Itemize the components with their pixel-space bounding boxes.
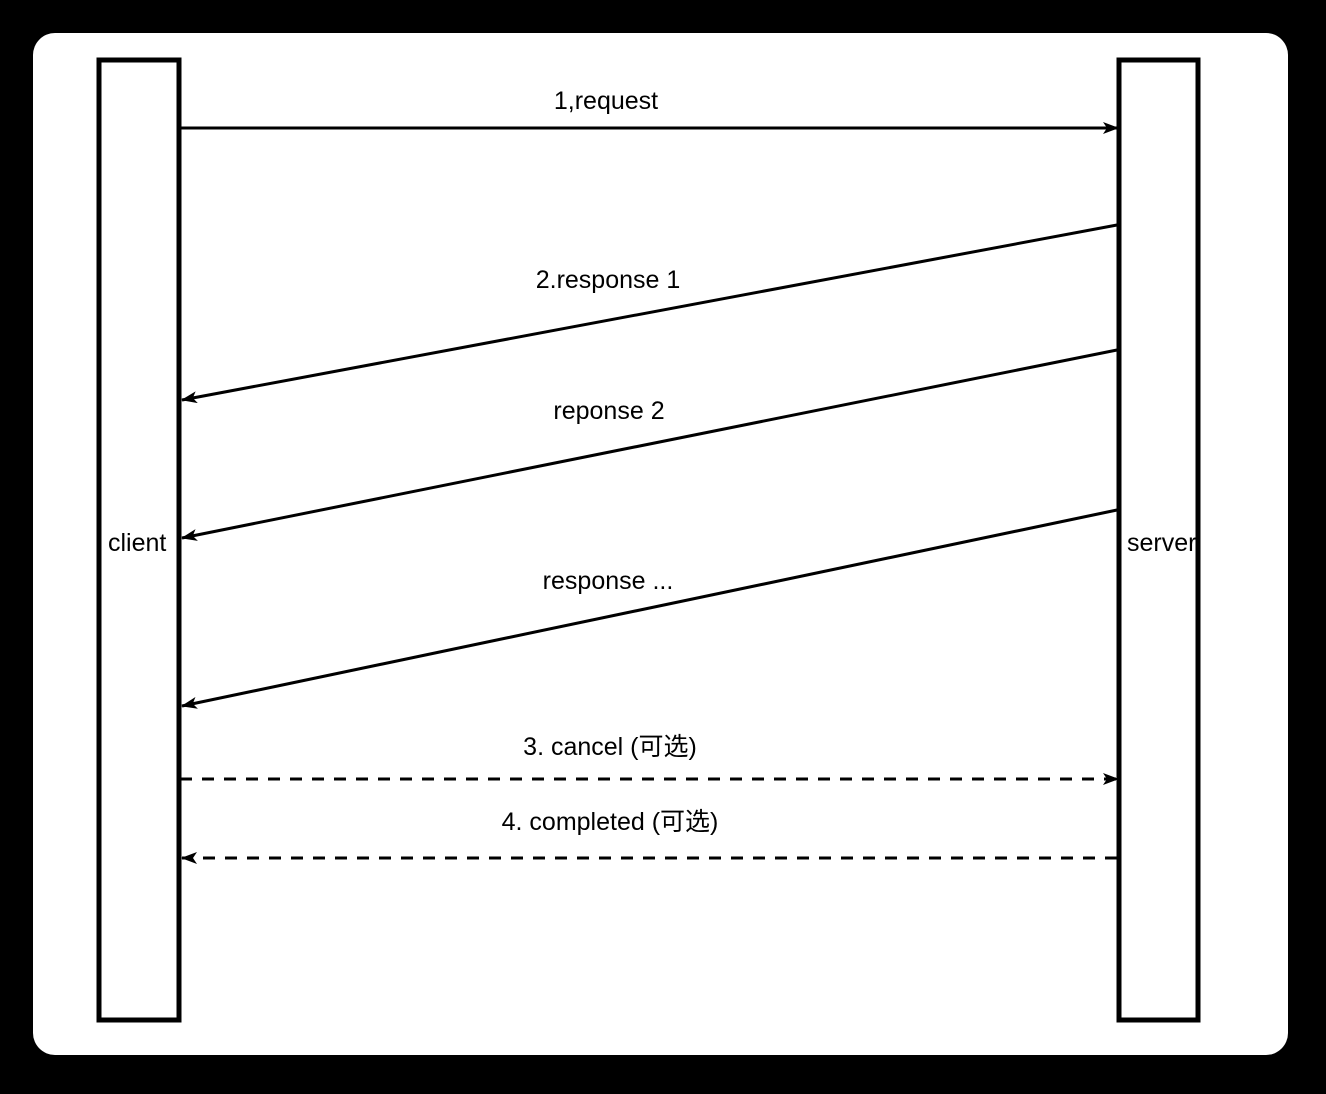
message-label-request: 1,request [553, 87, 659, 115]
message-label-cancel: 3. cancel (可选) [523, 733, 697, 761]
lifeline-bar-client [96, 57, 182, 1023]
message-arrow-response-n [181, 508, 1118, 709]
message-label-response-2: reponse 2 [553, 397, 665, 425]
lifeline-label-client: client [108, 529, 167, 557]
message-arrow-response-2 [181, 348, 1118, 541]
message-arrow-response-1 [181, 223, 1118, 404]
diagram-canvas [33, 33, 1288, 1055]
message-label-response-n: response ... [542, 567, 674, 595]
message-label-response-1: 2.response 1 [535, 266, 681, 294]
lifeline-bar-server [1116, 57, 1201, 1023]
message-label-completed: 4. completed (可选) [501, 808, 719, 836]
lifeline-label-server: server [1127, 529, 1197, 557]
